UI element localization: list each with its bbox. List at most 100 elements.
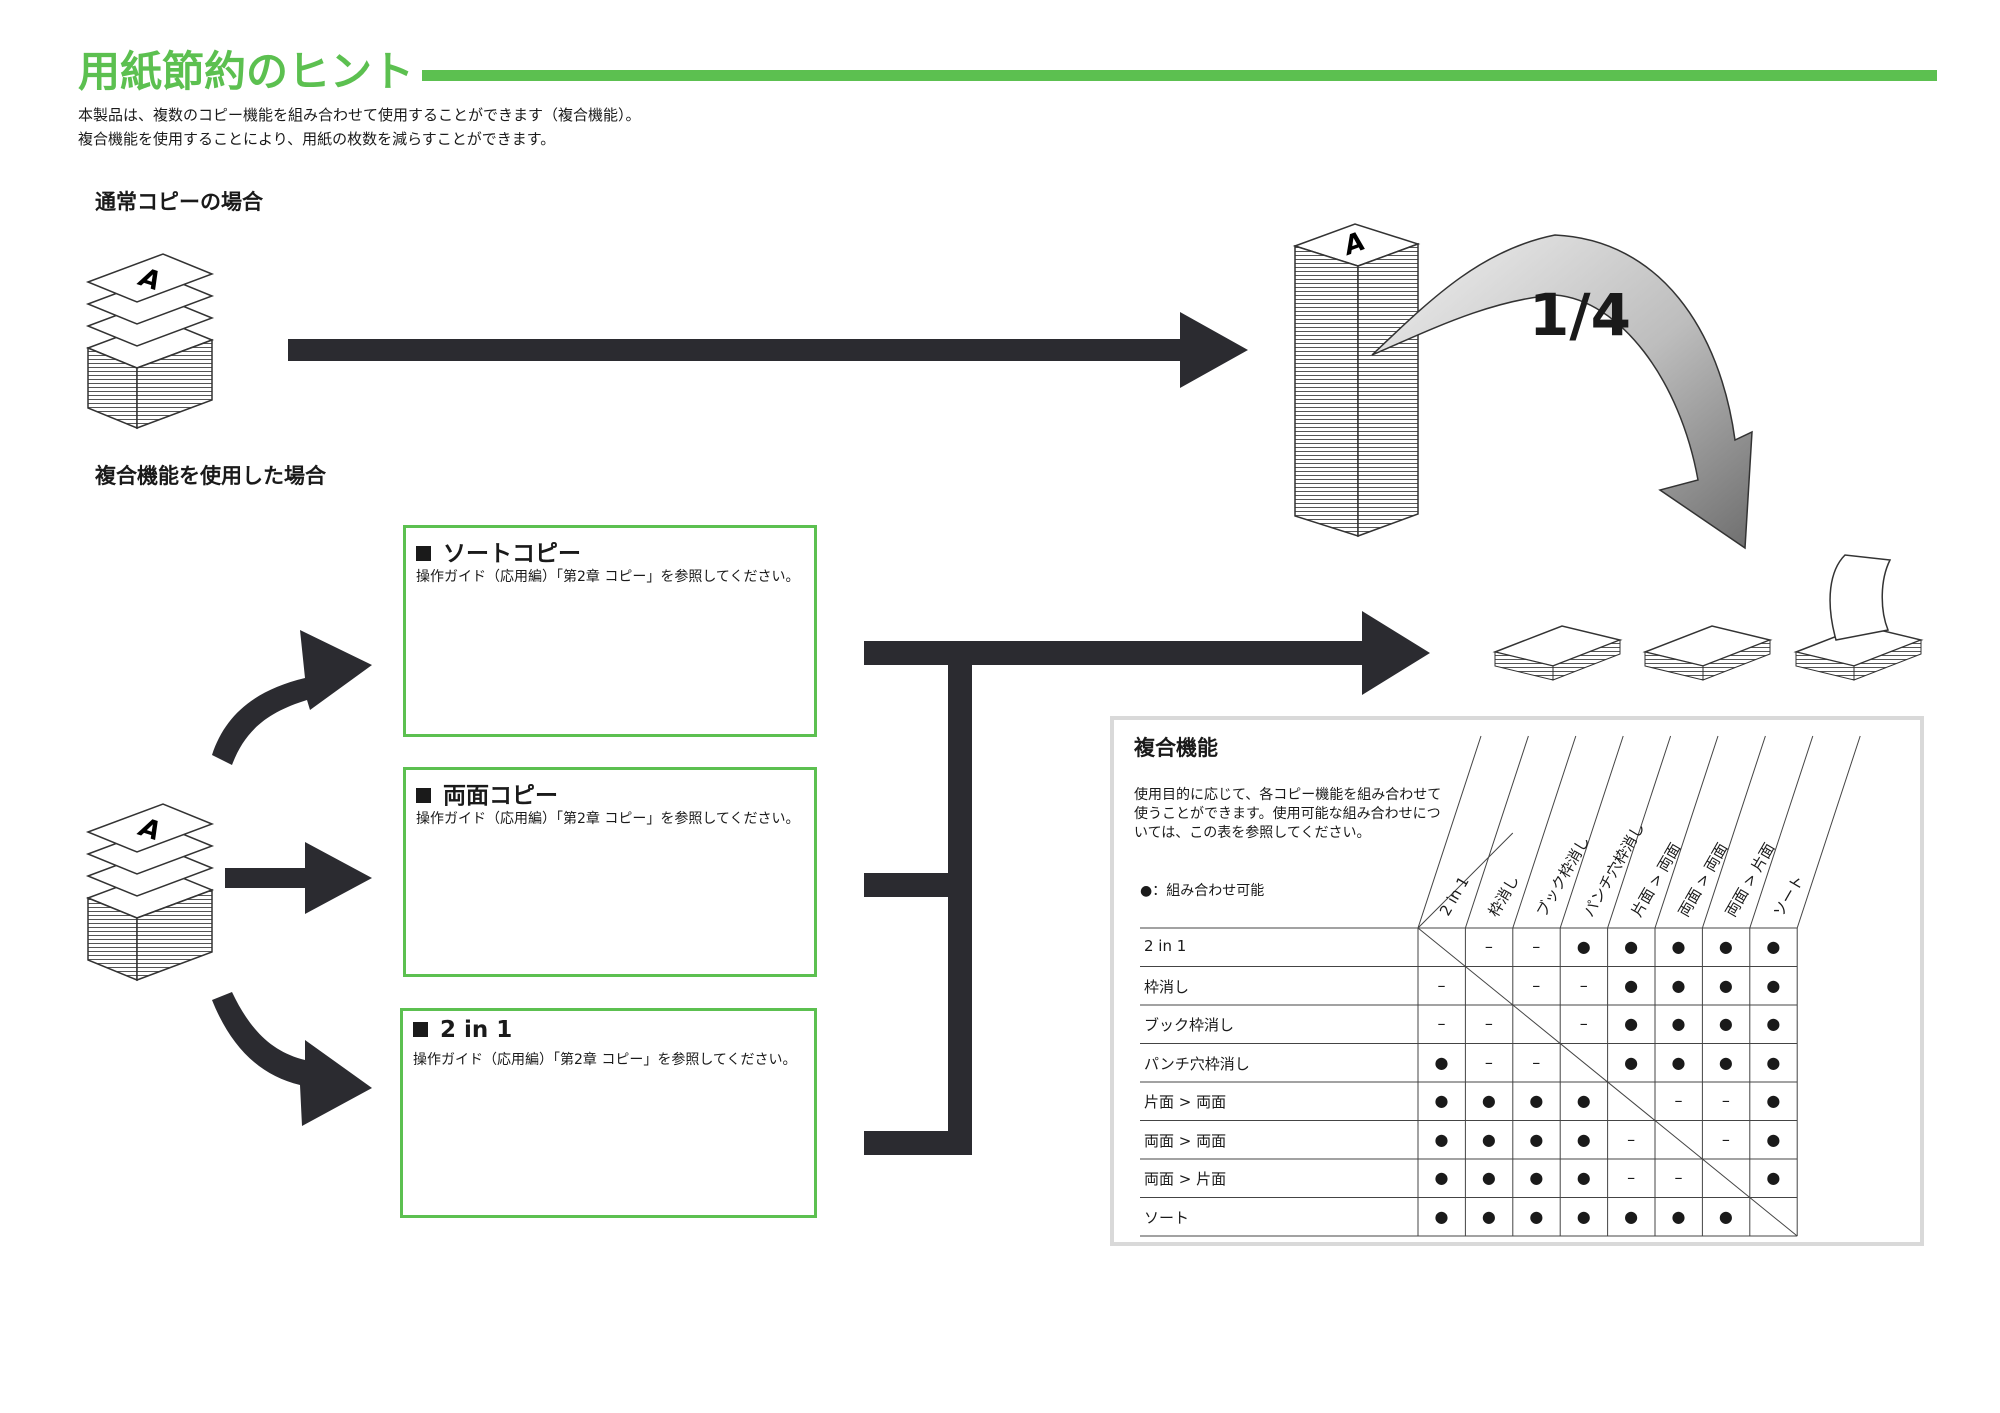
table-cell-empty [1750,1198,1797,1236]
combinable-dot: ● [1434,1052,1449,1072]
title-rule [422,70,1937,81]
normal-copy-arrow [288,312,1248,388]
table-cell-empty [1465,967,1512,1005]
combinable-dot: ● [1766,975,1781,995]
not-combinable-dash: – [1579,975,1588,995]
table-cell-empty [1655,1121,1702,1159]
combinable-dot: ● [1529,1091,1544,1110]
original-stack-top-icon: A [85,253,215,430]
combinable-dot: ● [1766,937,1781,956]
table-header-slant [1701,735,1766,929]
combinable-dot: ● [1624,1206,1639,1226]
intro-line-2: 複合機能を使用することにより、用紙の枚数を減らすことができます。 [78,130,556,148]
combinable-dot: ● [1434,1206,1449,1226]
page-title: 用紙節約のヒント [78,47,415,96]
reduction-curve-arrow [1371,234,1753,550]
combinable-dot: ● [1671,937,1686,956]
table-header-slant [1512,735,1577,929]
combinable-dot: ● [1576,937,1591,956]
duplex-copy-reference: 操作ガイド（応用編）「第2章 コピー」を参照してください。 [416,811,800,827]
intro-line-1: 本製品は、複数のコピー機能を組み合わせて使用することができます（複合機能）。 [78,106,641,124]
not-combinable-dash: – [1721,1091,1730,1110]
combinable-dot: ● [1529,1168,1544,1187]
combinable-dot: ● [1766,1168,1781,1187]
combinable-dot: ● [1766,1014,1781,1033]
table-header-slant [1464,735,1529,929]
combinable-dot: ● [1766,1129,1781,1149]
not-combinable-dash: – [1484,1014,1493,1033]
combinable-dot: ● [1529,1129,1544,1149]
combinable-dot: ● [1576,1206,1591,1226]
table-row-label: 片面 > 両面 [1144,1093,1227,1111]
combination-table-panel [1110,716,1924,1246]
table-row-label: ブック枠消し [1144,1016,1235,1034]
table-row-label: パンチ穴枠消し [1144,1054,1250,1073]
table-cell-empty [1513,1005,1560,1043]
not-combinable-dash: – [1532,937,1541,956]
not-combinable-dash: – [1532,975,1541,995]
sort-copy-title: ソートコピー [416,534,581,568]
table-cell-empty [1702,1159,1749,1197]
combinable-dot: ● [1576,1129,1591,1149]
combinable-dot: ● [1766,1091,1781,1110]
combined-heading: 複合機能を使用した場合 [95,464,326,488]
combinable-dot: ● [1576,1091,1591,1110]
combinable-dot: ● [1671,1014,1686,1033]
combinable-dot: ● [1434,1129,1449,1149]
table-row-label: 枠消し [1144,977,1190,996]
square-bullet-icon [416,546,431,561]
not-combinable-dash: – [1579,1014,1588,1033]
sort-copy-box: ソートコピー 操作ガイド（応用編）「第2章 コピー」を参照してください。 [403,525,817,737]
table-header-slant [1607,735,1672,929]
combinable-dot: ● [1434,1091,1449,1110]
merge-bracket [864,611,1430,1155]
two-in-one-reference: 操作ガイド（応用編）「第2章 コピー」を参照してください。 [413,1052,797,1068]
not-combinable-dash: – [1721,1129,1730,1149]
not-combinable-dash: – [1674,1091,1683,1110]
normal-copy-heading: 通常コピーの場合 [95,190,263,214]
output-set-2-icon [1642,625,1773,681]
not-combinable-dash: – [1627,1129,1636,1149]
output-set-1-icon [1492,625,1623,681]
table-header-slant [1417,735,1482,929]
not-combinable-dash: – [1484,937,1493,956]
table-header-slant [1654,735,1719,929]
square-bullet-icon [416,788,431,803]
table-header-slant [1796,735,1861,929]
combinable-dot: ● [1624,975,1639,995]
combinable-dot: ● [1766,1052,1781,1072]
combinable-dot: ● [1718,1014,1733,1033]
combinable-dot: ● [1671,1052,1686,1072]
not-combinable-dash: – [1674,1168,1683,1187]
tall-output-stack-icon: A [1292,223,1421,538]
combinable-dot: ● [1529,1206,1544,1226]
not-combinable-dash: – [1627,1168,1636,1187]
combinable-dot: ● [1718,975,1733,995]
combinable-dot: ● [1718,937,1733,956]
table-row-label: 2 in 1 [1144,937,1187,955]
combinable-dot: ● [1481,1168,1496,1187]
table-cell-empty [1608,1082,1655,1120]
original-stack-bottom-icon: A [85,803,215,982]
table-diagonal [1417,927,1798,1237]
table-cell-empty [1560,1044,1607,1082]
not-combinable-dash: – [1437,975,1446,995]
combinable-dot: ● [1481,1129,1496,1149]
duplex-copy-title: 両面コピー [416,776,558,810]
combinable-dot: ● [1671,975,1686,995]
branch-arrow-down [212,992,372,1126]
table-row-label: 両面 > 片面 [1144,1170,1227,1188]
not-combinable-dash: – [1484,1052,1493,1072]
combinable-dot: ● [1718,1052,1733,1072]
sort-copy-reference: 操作ガイド（応用編）「第2章 コピー」を参照してください。 [416,569,800,585]
output-set-3-icon [1793,554,1924,681]
duplex-copy-box: 両面コピー 操作ガイド（応用編）「第2章 コピー」を参照してください。 [403,767,817,977]
not-combinable-dash: – [1437,1014,1446,1033]
fraction-label: 1/4 [1529,281,1631,349]
combinable-dot: ● [1481,1206,1496,1226]
table-header-slant [1749,735,1814,929]
combinable-dot: ● [1576,1168,1591,1187]
two-in-one-box: 2 in 1 操作ガイド（応用編）「第2章 コピー」を参照してください。 [400,1008,817,1218]
combinable-dot: ● [1624,1014,1639,1033]
combination-table-description: 使用目的に応じて、各コピー機能を組み合わせて使うことができます。使用可能な組み合… [1134,787,1442,841]
